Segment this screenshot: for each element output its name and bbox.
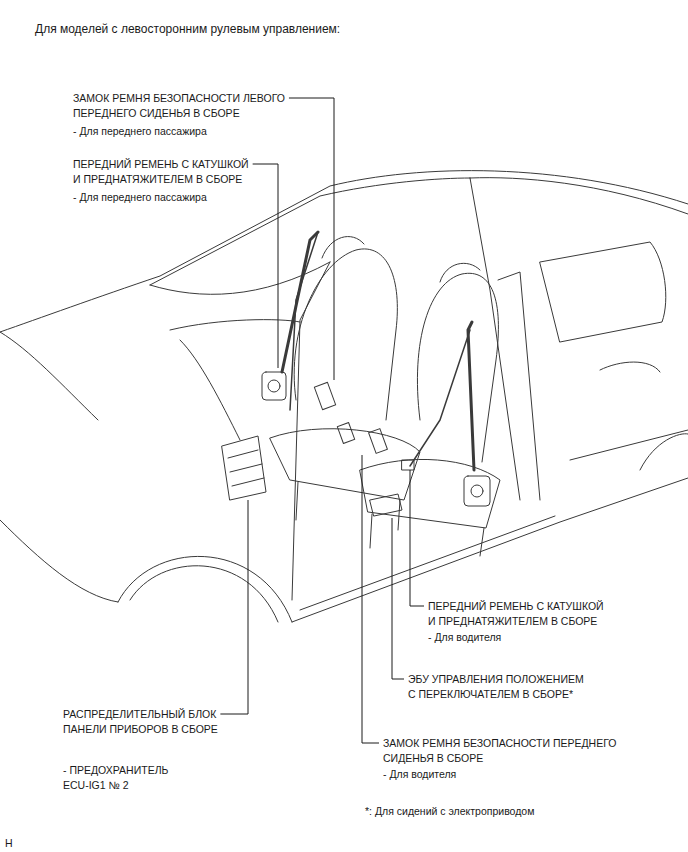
leader-line [362,455,379,743]
part-label: ПЕРЕДНИЙ РЕМЕНЬ С КАТУШКОЙ И ПРЕДНАТЯЖИТ… [73,157,249,187]
part-label: ЭБУ УПРАВЛЕНИЯ ПОЛОЖЕНИЕМ С ПЕРЕКЛЮЧАТЕЛ… [408,672,584,702]
part-label: - Для переднего пассажира [73,124,207,139]
leader-line [220,500,248,714]
part-label: РАСПРЕДЕЛИТЕЛЬНЫЙ БЛОК ПАНЕЛИ ПРИБОРОВ В… [63,707,218,737]
part-label: ЗАМОК РЕМНЯ БЕЗОПАСНОСТИ ПЕРЕДНЕГО СИДЕН… [383,736,616,766]
part-label: - ПРЕДОХРАНИТЕЛЬ ECU-IG1 № 2 [63,763,168,793]
leader-line [392,518,404,679]
part-label: - Для водителя [383,767,456,782]
part-label: ПЕРЕДНИЙ РЕМЕНЬ С КАТУШКОЙ И ПРЕДНАТЯЖИТ… [428,599,604,629]
leader-line [253,164,278,368]
part-label: - Для переднего пассажира [73,190,207,205]
part-label: - Для водителя [428,630,501,645]
part-label: *: Для сидений с электроприводом [365,804,534,819]
title: Для моделей с левосторонним рулевым упра… [35,22,340,37]
leader-line [410,470,424,606]
part-label: H [5,836,13,851]
leader-line [289,98,334,380]
part-label: ЗАМОК РЕМНЯ БЕЗОПАСНОСТИ ЛЕВОГО ПЕРЕДНЕГ… [73,91,285,121]
